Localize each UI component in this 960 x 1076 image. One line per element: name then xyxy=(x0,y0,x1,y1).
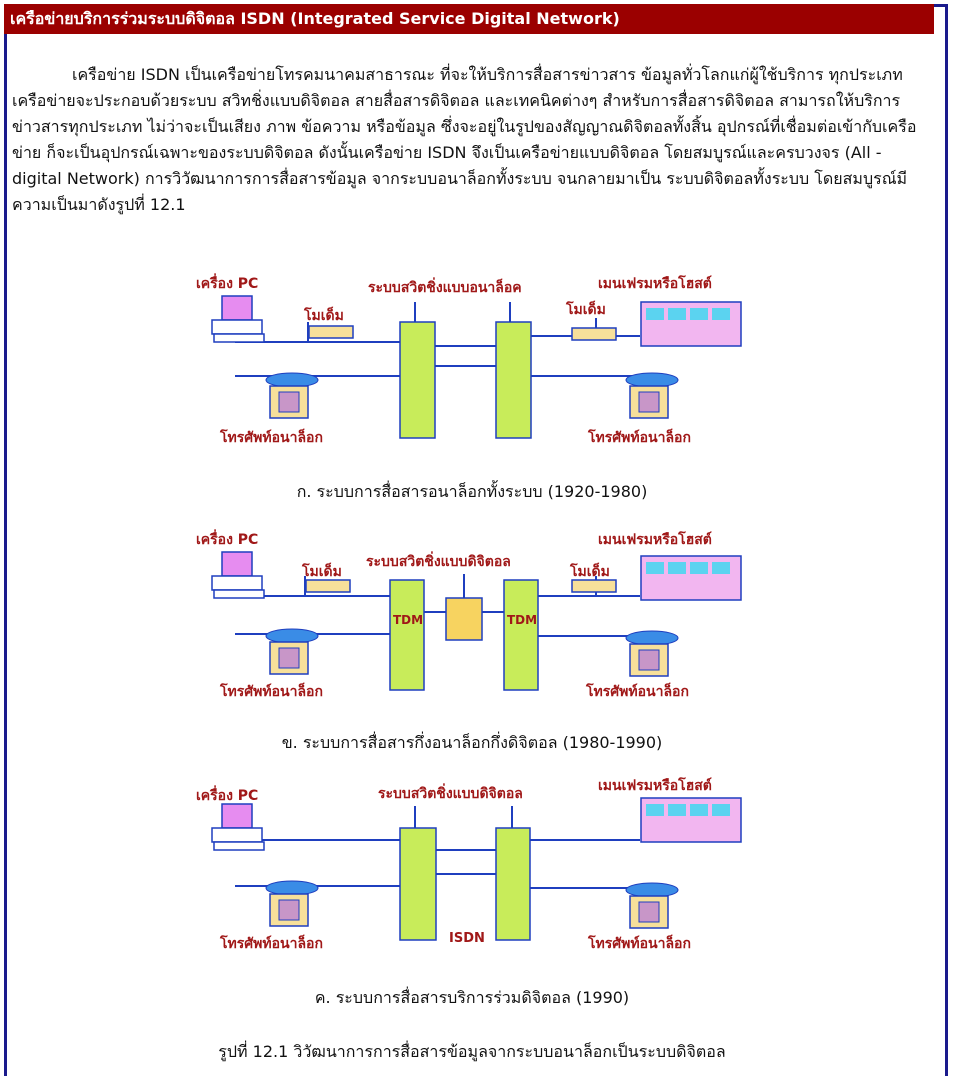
switch-label: ระบบสวิตชิ่งแบบดิจิตอล xyxy=(378,783,523,802)
mainframe-icon xyxy=(640,797,742,843)
phone-icon xyxy=(265,628,319,675)
figure-caption: รูปที่ 12.1 วิวัฒนาการการสื่อสารข้อมูลจา… xyxy=(218,1042,726,1061)
switch-label: ระบบสวิตชิ่งแบบดิจิตอล xyxy=(366,551,511,570)
phone-icon xyxy=(625,630,679,677)
pc-icon xyxy=(211,551,265,599)
tdm-label: TDM xyxy=(393,613,423,627)
pc-icon xyxy=(211,803,265,851)
mainframe-label: เมนเฟรมหรือโฮสต์ xyxy=(598,274,712,292)
diagram-hybrid: เครื่อง PC โมเด็ม ระบบสวิตชิ่งแบบดิจิตอล… xyxy=(196,529,742,700)
isdn-label: ISDN xyxy=(449,931,485,946)
phone-label: โทรศัพท์อนาล็อก xyxy=(587,934,691,952)
pc-label: เครื่อง PC xyxy=(196,785,258,804)
mainframe-label: เมนเฟรมหรือโฮสต์ xyxy=(598,776,712,794)
phone-label: โทรศัพท์อนาล็อก xyxy=(587,428,691,446)
phone-label: โทรศัพท์อนาล็อก xyxy=(219,934,323,952)
diagram-caption: ค. ระบบการสื่อสารบริการร่วมดิจิตอล (1990… xyxy=(314,988,630,1007)
pc-label: เครื่อง PC xyxy=(196,529,258,548)
phone-label: โทรศัพท์อนาล็อก xyxy=(219,428,323,446)
section-header: เครือข่ายบริการร่วมระบบดิจิตอล ISDN (Int… xyxy=(4,4,934,34)
modem-label: โมเด็ม xyxy=(565,300,606,318)
phone-icon xyxy=(265,880,319,927)
intro-paragraph: เครือข่าย ISDN เป็นเครือข่ายโทรคมนาคมสาธ… xyxy=(12,65,917,214)
diagram-digital: เครื่อง PC ระบบสวิตชิ่งแบบดิจิตอล เมนเฟร… xyxy=(196,776,742,952)
switch-label: ระบบสวิตชิ่งแบบอนาล็อค xyxy=(368,277,522,296)
diagram-analog: เครื่อง PC โมเด็ม ระบบสวิตชิ่งแบบอนาล็อค… xyxy=(196,273,742,446)
diagram-caption: ก. ระบบการสื่อสารอนาล็อกทั้งระบบ (1920-1… xyxy=(296,482,648,501)
modem-label: โมเด็ม xyxy=(303,306,344,324)
mainframe-icon xyxy=(640,301,742,347)
pc-icon xyxy=(211,295,265,343)
diagram-caption: ข. ระบบการสื่อสารกึ่งอนาล็อกกึ่งดิจิตอล … xyxy=(281,733,663,752)
modem-label: โมเด็ม xyxy=(301,562,342,580)
phone-label: โทรศัพท์อนาล็อก xyxy=(219,682,323,700)
modem-label: โมเด็ม xyxy=(569,562,610,580)
phone-icon xyxy=(625,372,679,419)
phone-label: โทรศัพท์อนาล็อก xyxy=(585,682,689,700)
phone-icon xyxy=(265,372,319,419)
pc-label: เครื่อง PC xyxy=(196,273,258,292)
phone-icon xyxy=(625,882,679,929)
mainframe-icon xyxy=(640,555,742,601)
mainframe-label: เมนเฟรมหรือโฮสต์ xyxy=(598,530,712,548)
tdm-label: TDM xyxy=(507,613,537,627)
